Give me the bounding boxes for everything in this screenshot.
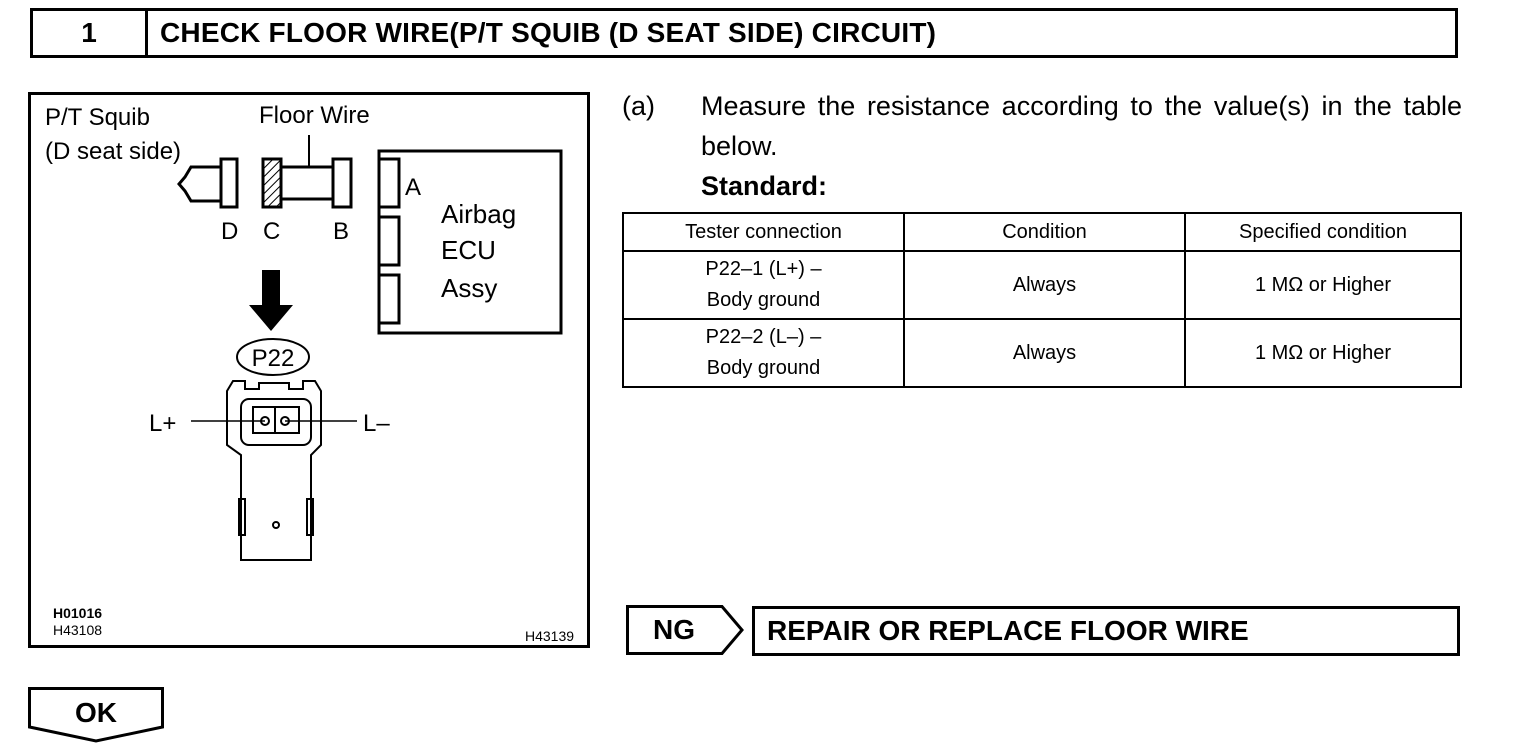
ng-arrow-icon — [626, 605, 744, 655]
label-d-seat-side: (D seat side) — [45, 138, 181, 165]
label-b: B — [333, 218, 349, 245]
ref-code-3: H43139 — [525, 628, 574, 644]
cell-condition: Always — [903, 250, 1186, 320]
ok-result-tag: OK — [28, 687, 164, 743]
ecu-label-assy: Assy — [441, 273, 497, 303]
ng-label: NG — [653, 614, 695, 645]
label-d: D — [221, 218, 238, 245]
p22-callout — [236, 338, 310, 376]
table-header-row: Tester connection Condition Specified co… — [622, 212, 1462, 252]
floor-wire-harness — [279, 165, 335, 201]
step-header: 1 CHECK FLOOR WIRE(P/T SQUIB (D SEAT SID… — [30, 8, 1458, 58]
wiring-diagram-svg: P/T Squib (D seat side) Floor Wire D C B… — [45, 102, 574, 644]
label-floor-wire: Floor Wire — [259, 102, 370, 129]
ecu-label-ecu: ECU — [441, 235, 496, 265]
step-letter: (a) — [622, 91, 655, 121]
squib-plug — [177, 165, 225, 203]
label-c: C — [263, 218, 280, 245]
standard-label: Standard: — [701, 171, 828, 201]
ref-code-1: H01016 — [53, 605, 102, 621]
arrow-down-icon — [249, 270, 293, 331]
cell-specified-condition: 1 MΩ or Higher — [1184, 318, 1462, 388]
ecu-label-airbag: Airbag — [441, 199, 516, 229]
connector-c — [261, 157, 283, 209]
label-pt-squib: P/T Squib — [45, 104, 150, 131]
table-row: P22–1 (L+) – Body ground Always 1 MΩ or … — [622, 250, 1462, 320]
ng-result-tag: NG — [626, 605, 744, 655]
col-header-specified-condition: Specified condition — [1184, 212, 1462, 252]
label-l-plus: L+ — [149, 410, 176, 437]
step-title: CHECK FLOOR WIRE(P/T SQUIB (D SEAT SIDE)… — [160, 17, 937, 48]
ecu-connector-2 — [377, 215, 401, 267]
ng-action-box: REPAIR OR REPLACE FLOOR WIRE — [752, 606, 1460, 656]
step-number: 1 — [33, 11, 148, 55]
ok-label: OK — [75, 697, 117, 728]
connector-d — [219, 157, 239, 209]
ecu-connector-3 — [377, 273, 401, 325]
cell-tester-connection: P22–1 (L+) – Body ground — [622, 250, 905, 320]
cell-condition: Always — [903, 318, 1186, 388]
step-instruction: Measure the resistance according to the … — [701, 91, 1462, 161]
cell-specified-condition: 1 MΩ or Higher — [1184, 250, 1462, 320]
connector-b — [331, 157, 353, 209]
wiring-diagram: P/T Squib (D seat side) Floor Wire D C B… — [28, 92, 590, 648]
table-row: P22–2 (L–) – Body ground Always 1 MΩ or … — [622, 318, 1462, 388]
col-header-condition: Condition — [903, 212, 1186, 252]
ecu-connector-a — [377, 157, 401, 209]
ref-code-2: H43108 — [53, 622, 102, 638]
cell-tester-connection: P22–2 (L–) – Body ground — [622, 318, 905, 388]
airbag-ecu-body — [377, 149, 563, 335]
spec-table: Tester connection Condition Specified co… — [622, 212, 1462, 388]
label-a: A — [405, 174, 421, 201]
ok-arrow-icon — [28, 687, 164, 743]
connector-label-p22: P22 — [252, 345, 295, 372]
col-header-tester-connection: Tester connection — [622, 212, 905, 252]
label-l-minus: L– — [363, 410, 390, 437]
